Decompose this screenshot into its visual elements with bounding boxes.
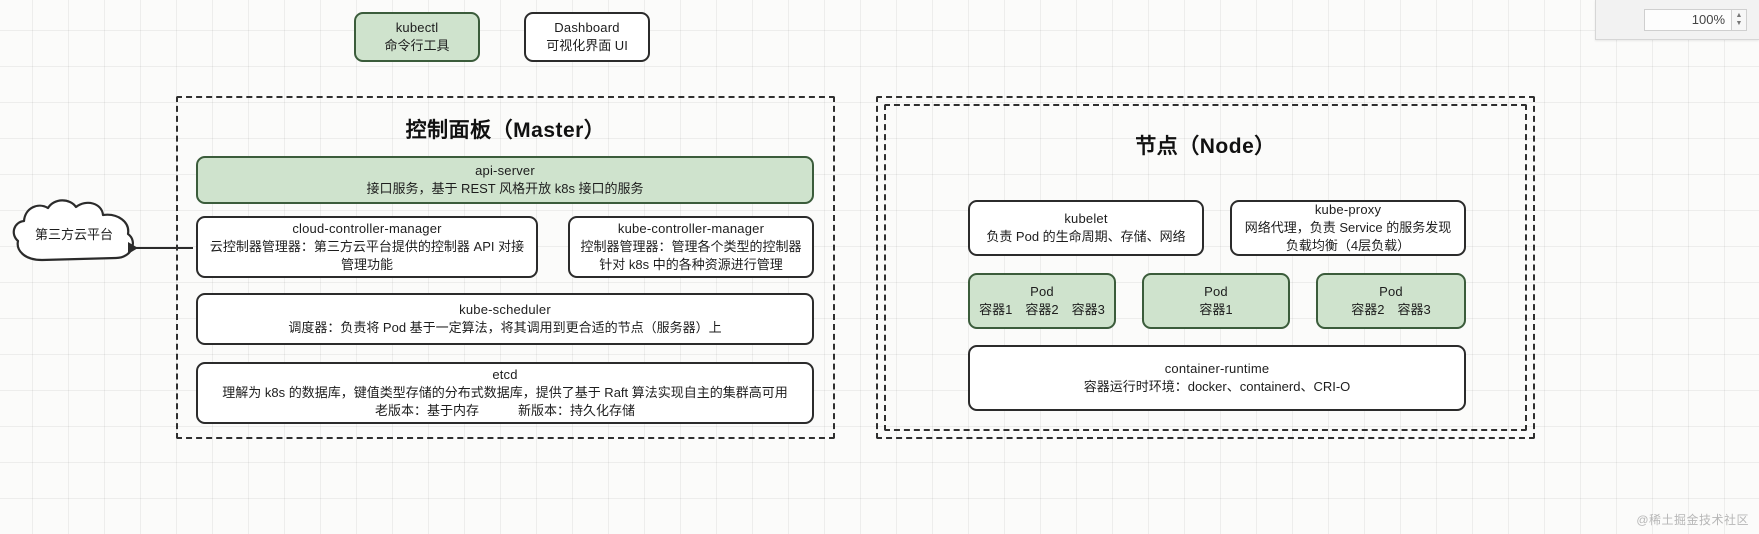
api-server-title: api-server — [475, 163, 535, 179]
watermark-text: @稀土掘金技术社区 — [1636, 513, 1749, 527]
dashboard-subtitle: 可视化界面 UI — [546, 38, 628, 53]
cloud-icon — [12, 199, 134, 262]
pod-3-title: Pod — [1379, 284, 1403, 300]
pod-1-containers: 容器1 容器2 容器3 — [979, 302, 1105, 317]
component-cloud-controller-manager[interactable]: cloud-controller-manager 云控制器管理器：第三方云平台提… — [196, 216, 538, 278]
cloud-controller-manager-desc-1: 云控制器管理器：第三方云平台提供的控制器 API 对接 — [209, 239, 525, 255]
pod-box-2[interactable]: Pod 容器1 — [1142, 273, 1290, 329]
node-panel-inner — [884, 104, 1527, 431]
component-kube-scheduler[interactable]: kube-scheduler 调度器：负责将 Pod 基于一定算法，将其调用到更… — [196, 293, 814, 345]
component-kube-controller-manager[interactable]: kube-controller-manager 控制器管理器：管理各个类型的控制… — [568, 216, 814, 278]
node-panel-outer — [876, 96, 1535, 439]
master-panel-title: 控制面板（Master） — [405, 119, 606, 142]
cloud-to-master-arrow-head — [128, 242, 138, 254]
dashboard-title: Dashboard — [554, 20, 620, 36]
kube-controller-manager-desc-2: 针对 k8s 中的各种资源进行管理 — [599, 256, 783, 272]
kubelet-title: kubelet — [1064, 211, 1108, 227]
cloud-controller-manager-desc-2: 管理功能 — [340, 256, 393, 272]
pod-1-title: Pod — [1030, 284, 1054, 300]
client-box-kubectl[interactable]: kubectl 命令行工具 — [354, 12, 480, 62]
kubectl-title: kubectl — [395, 20, 439, 36]
chevron-down-icon[interactable]: ▼ — [1735, 19, 1743, 27]
etcd-desc-1: 理解为 k8s 的数据库，键值类型存储的分布式数据库，提供了基于 Raft 算法… — [222, 385, 788, 401]
kube-proxy-title: kube-proxy — [1314, 202, 1382, 218]
api-server-desc-1: 接口服务，基于 REST 风格开放 k8s 接口的服务 — [366, 181, 644, 196]
component-kubelet[interactable]: kubelet 负责 Pod 的生命周期、存储、网络 — [968, 200, 1204, 256]
kubelet-desc-1: 负责 Pod 的生命周期、存储、网络 — [986, 229, 1186, 244]
cloud-label: 第三方云平台 — [34, 227, 113, 242]
node-panel-title: 节点（Node） — [1135, 135, 1276, 158]
component-kube-proxy[interactable]: kube-proxy 网络代理，负责 Service 的服务发现 负载均衡（4层… — [1230, 200, 1466, 256]
kube-controller-manager-desc-1: 控制器管理器：管理各个类型的控制器 — [580, 239, 802, 255]
kube-scheduler-desc-1: 调度器：负责将 Pod 基于一定算法，将其调用到更合适的节点（服务器）上 — [288, 320, 722, 335]
kube-scheduler-title: kube-scheduler — [459, 302, 551, 318]
kube-proxy-desc-2: 负载均衡（4层负载） — [1285, 237, 1411, 253]
third-party-cloud-shape[interactable]: 第三方云平台 — [8, 196, 140, 268]
chevron-up-icon[interactable]: ▲ — [1735, 11, 1743, 19]
cloud-controller-manager-title: cloud-controller-manager — [292, 221, 442, 237]
component-api-server[interactable]: api-server 接口服务，基于 REST 风格开放 k8s 接口的服务 — [196, 156, 814, 204]
container-runtime-title: container-runtime — [1164, 361, 1270, 377]
cloud-to-master-arrow-line — [131, 247, 193, 249]
component-etcd[interactable]: etcd 理解为 k8s 的数据库，键值类型存储的分布式数据库，提供了基于 Ra… — [196, 362, 814, 424]
zoom-value-input[interactable]: 100% — [1644, 8, 1732, 31]
zoom-stepper[interactable]: ▲ ▼ — [1732, 8, 1747, 31]
etcd-title: etcd — [492, 367, 518, 383]
pod-box-3[interactable]: Pod 容器2 容器3 — [1316, 273, 1466, 329]
etcd-desc-2: 老版本：基于内存 新版本：持久化存储 — [374, 402, 635, 418]
master-panel — [176, 96, 835, 439]
zoom-control[interactable]: 100% ▲ ▼ — [1595, 0, 1759, 40]
kube-controller-manager-title: kube-controller-manager — [617, 221, 765, 237]
pod-2-containers: 容器1 — [1199, 302, 1233, 317]
component-container-runtime[interactable]: container-runtime 容器运行时环境：docker、contain… — [968, 345, 1466, 411]
pod-3-containers: 容器2 容器3 — [1351, 302, 1431, 317]
kubectl-subtitle: 命令行工具 — [384, 38, 450, 53]
kube-proxy-desc-1: 网络代理，负责 Service 的服务发现 — [1244, 220, 1452, 236]
pod-box-1[interactable]: Pod 容器1 容器2 容器3 — [968, 273, 1116, 329]
zoom-value-text: 100% — [1691, 12, 1725, 27]
container-runtime-desc-1: 容器运行时环境：docker、containerd、CRI-O — [1083, 379, 1351, 394]
client-box-dashboard[interactable]: Dashboard 可视化界面 UI — [524, 12, 650, 62]
pod-2-title: Pod — [1204, 284, 1228, 300]
